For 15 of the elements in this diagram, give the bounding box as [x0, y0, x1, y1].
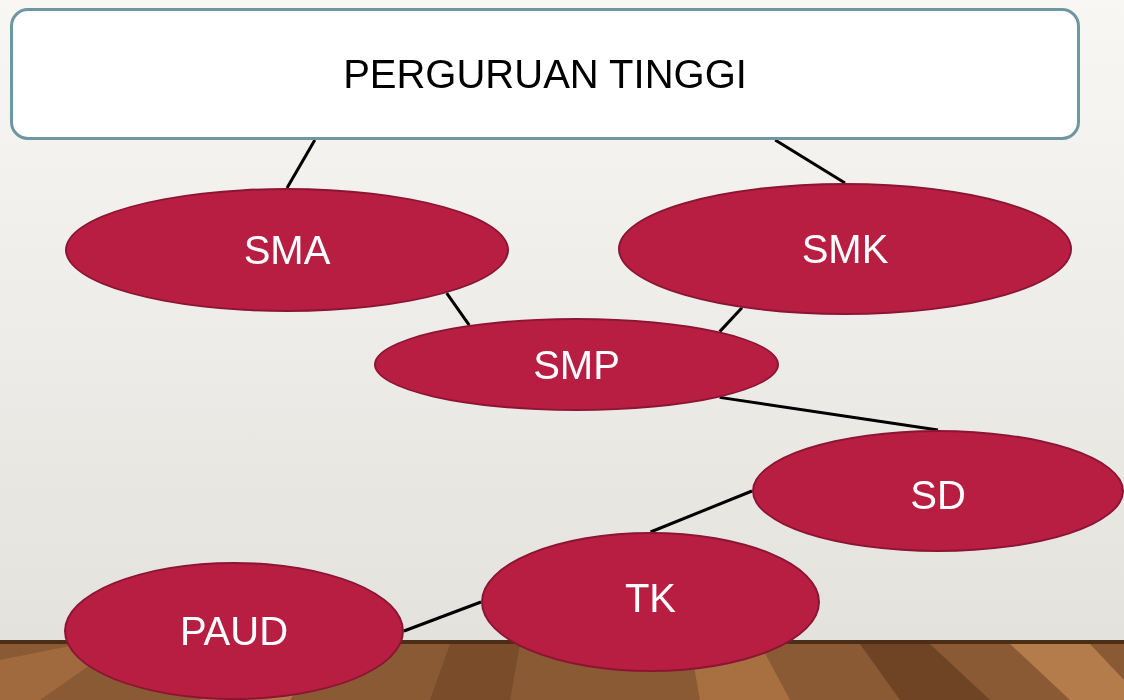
connector-line — [718, 306, 744, 333]
connector-line — [445, 292, 471, 326]
connector-line — [403, 600, 482, 633]
node-label: SD — [910, 472, 966, 519]
connector-line — [649, 489, 753, 534]
node-label: SMA — [243, 227, 331, 274]
node-label: TK — [624, 575, 677, 622]
node-label: PAUD — [179, 608, 289, 655]
connector-line — [774, 138, 846, 185]
node-label: SMK — [801, 226, 889, 273]
node-label: SMP — [533, 341, 620, 389]
node-label: PERGURUAN TINGGI — [343, 51, 747, 98]
connector-line — [285, 139, 317, 189]
connector-line — [719, 395, 939, 432]
heading-box — [10, 8, 1080, 140]
